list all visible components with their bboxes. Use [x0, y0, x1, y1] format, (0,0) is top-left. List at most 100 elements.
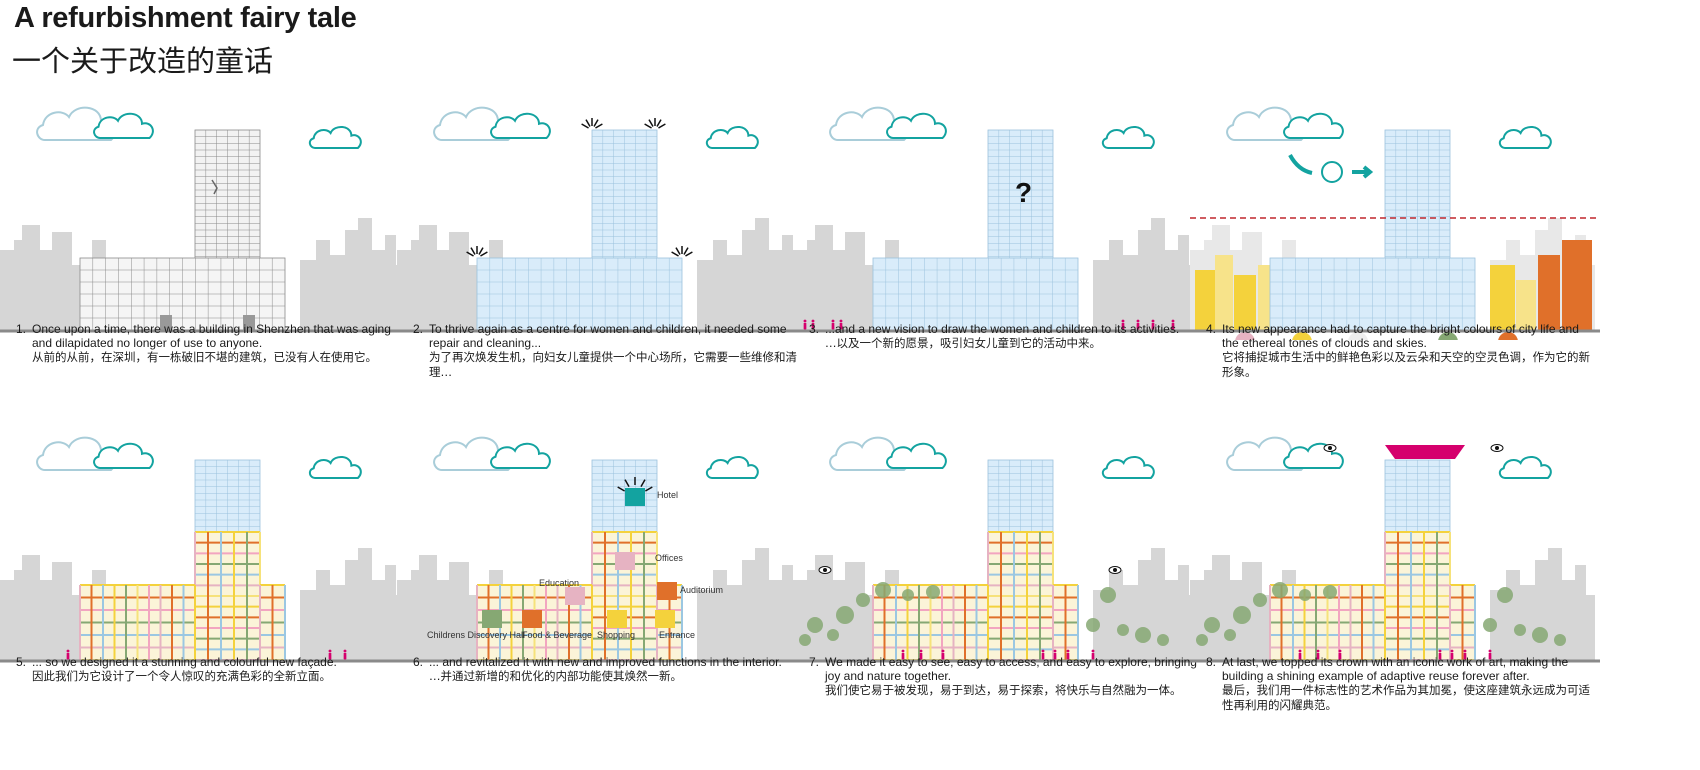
cloud-icon	[1101, 126, 1155, 149]
caption-number: 4.	[1206, 322, 1217, 336]
tree-icon	[1253, 593, 1267, 607]
tree-icon	[1299, 589, 1311, 601]
page-title: A refurbishment fairy tale	[14, 2, 357, 34]
person-icon	[1438, 649, 1442, 660]
auditorium-icon	[657, 582, 677, 600]
panel-illustration	[397, 106, 807, 333]
caption-chinese: 它将捕捉城市生活中的鲜艳色彩以及云朵和天空的空灵色调，作为它的新形象。	[1222, 350, 1590, 379]
broken-door	[160, 315, 172, 330]
person-icon	[1121, 319, 1125, 330]
tree-icon	[926, 585, 940, 599]
tree-icon	[1196, 634, 1208, 646]
cloud-icon	[93, 442, 154, 469]
illustration-group	[397, 436, 807, 663]
cloud-icon	[490, 442, 551, 469]
colour-facade	[1269, 584, 1386, 661]
colour-building	[1516, 280, 1536, 330]
illustration-group	[793, 436, 1203, 663]
caption-english: At last, we topped its crown with an ico…	[1222, 655, 1569, 683]
caption-english: We made it easy to see, easy to access, …	[825, 655, 1197, 683]
panel-illustration	[0, 436, 410, 663]
podium	[1269, 257, 1476, 331]
tree-icon	[1157, 634, 1169, 646]
caption-english: ...and a new vision to draw the women an…	[825, 322, 1180, 336]
caption-number: 2.	[413, 322, 424, 336]
illustration-group	[1190, 106, 1600, 340]
tree-icon	[807, 617, 823, 633]
tree-icon	[1086, 618, 1100, 632]
caption-number: 1.	[16, 322, 27, 336]
person-icon	[1053, 649, 1057, 660]
colour-building	[1234, 275, 1256, 330]
podium	[872, 257, 1079, 331]
panel-caption: 4.Its new appearance had to capture the …	[1206, 322, 1596, 380]
spark-icon	[617, 477, 653, 492]
hotel-icon	[625, 488, 645, 506]
spark-icon	[581, 118, 603, 129]
tree-icon	[902, 589, 914, 601]
eye-icon	[1490, 444, 1504, 452]
cloud-icon	[490, 112, 551, 139]
caption-number: 7.	[809, 655, 820, 669]
cloud-icon	[1498, 126, 1552, 149]
story-panel: 1. Once upon a time, there was a building…	[0, 90, 410, 420]
colour-swatch	[1498, 332, 1518, 340]
function-label-food: Food & Beverage	[522, 630, 593, 640]
arrow-icon	[1352, 165, 1374, 179]
person-icon	[328, 649, 332, 660]
skyline-right	[300, 218, 405, 330]
eye-icon	[818, 566, 832, 574]
colour-swatch	[1292, 332, 1312, 340]
cloud-icon	[1283, 112, 1344, 139]
skyline-right	[1093, 548, 1198, 660]
tree-icon	[799, 634, 811, 646]
cloud-icon	[1101, 456, 1155, 479]
panel-caption: 7. We made it easy to see, easy to access…	[809, 655, 1199, 698]
colour-facade	[1052, 584, 1079, 661]
spark-icon	[644, 118, 666, 129]
illustration-group: ?	[793, 106, 1203, 333]
colour-facade	[1384, 531, 1451, 661]
caption-english: Once upon a time, there was a building i…	[32, 322, 391, 350]
illustration-group	[397, 106, 807, 333]
podium	[476, 257, 683, 331]
caption-english: ... and revitalized it with new and impr…	[429, 655, 782, 669]
person-icon	[831, 319, 835, 330]
person-icon	[839, 319, 843, 330]
office-icon	[615, 552, 635, 570]
caption-chinese: …并通过新增的和优化的内部功能使其焕然一新。	[429, 669, 682, 683]
panel-illustration	[793, 436, 1203, 663]
cloud-icon	[705, 126, 759, 149]
person-icon	[1488, 649, 1492, 660]
story-panel: 7. We made it easy to see, easy to access…	[793, 420, 1203, 750]
page-subtitle: 一个关于改造的童话	[12, 44, 274, 78]
story-panel: 5.... so we designed it a stunning and c…	[0, 420, 410, 750]
panel-caption: 8.At last, we topped its crown with an i…	[1206, 655, 1596, 713]
circle-icon	[1321, 161, 1343, 183]
cloud-icon	[886, 112, 947, 139]
illustration-group	[1190, 436, 1600, 663]
person-icon	[1171, 319, 1175, 330]
function-label-discovery: Childrens Discovery Hall	[427, 630, 526, 640]
panel-caption: 6.... and revitalized it with new and im…	[413, 655, 803, 684]
tree-icon	[1323, 585, 1337, 599]
cloud-icon	[886, 442, 947, 469]
person-icon	[919, 649, 923, 660]
caption-number: 3.	[809, 322, 820, 336]
person-icon	[1338, 649, 1342, 660]
colour-swatch	[1348, 332, 1368, 340]
colour-building	[1195, 270, 1215, 330]
question-icon: ?	[1015, 177, 1032, 208]
crown-art	[1385, 445, 1465, 459]
person-icon	[1066, 649, 1070, 660]
function-label-education: Education	[539, 578, 580, 588]
eye-icon	[1108, 566, 1122, 574]
illustration-group	[0, 436, 410, 663]
eye-icon	[1323, 444, 1337, 452]
caption-chinese: 为了再次焕发生机，向妇女儿童提供一个中心场所，它需要一些维修和清理…	[429, 350, 797, 379]
tree-icon	[1204, 617, 1220, 633]
colour-building	[1538, 255, 1560, 330]
person-icon	[343, 649, 347, 660]
person-icon	[811, 319, 815, 330]
